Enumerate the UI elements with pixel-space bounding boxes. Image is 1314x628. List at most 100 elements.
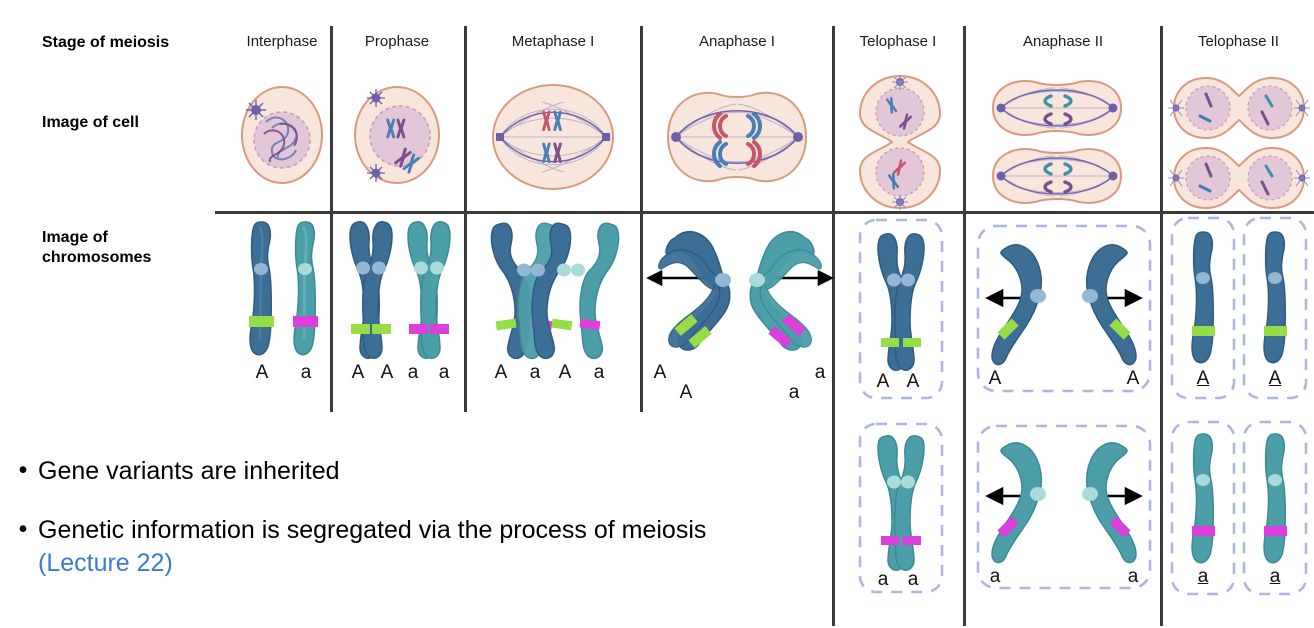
chromosome-image-anaphase-2-upper: A A — [972, 216, 1156, 401]
allele-label-telophase-2-3: a — [1269, 566, 1281, 587]
chromosome-teal-right — [579, 222, 620, 360]
allele-label-anaphase-2-1: A — [1126, 368, 1140, 389]
chromosome-blue-pair — [349, 221, 393, 359]
allele-band-green — [1192, 326, 1215, 336]
allele-label-metaphase-1-2: A — [558, 362, 572, 383]
lecture-reference-link[interactable]: (Lecture 22) — [38, 549, 173, 577]
allele-label-metaphase-1-1: a — [529, 362, 541, 383]
bullet-marker: • — [18, 515, 28, 543]
chromosome-blue-right — [531, 222, 573, 360]
allele-band-green — [903, 338, 921, 347]
chromosome-teal-pair — [877, 435, 925, 571]
stage-header-prophase: Prophase — [364, 33, 430, 50]
centrosome-icon — [1108, 171, 1118, 181]
stage-header-interphase: Interphase — [246, 33, 318, 50]
bullet-text-2-main: Genetic information is segregated via th… — [38, 516, 707, 544]
chromosome-blue-pair — [877, 233, 925, 371]
allele-band-magenta — [1109, 516, 1131, 538]
column-divider-1 — [330, 26, 333, 412]
allele-label-anaphase-1-2: a — [814, 362, 826, 383]
centromere-icon — [298, 263, 312, 275]
arrow-right-icon — [775, 269, 834, 287]
allele-label-metaphase-1-3: a — [593, 362, 605, 383]
daughter-cell-boundary — [1170, 420, 1236, 596]
allele-label-metaphase-1-0: A — [494, 362, 508, 383]
centromere-icon — [901, 273, 915, 287]
column-divider-5 — [963, 26, 966, 626]
chromosome-image-telophase-2-lower: a a — [1168, 420, 1314, 602]
stage-header-anaphase-1: Anaphase I — [699, 33, 775, 50]
centrosome-icon — [996, 171, 1006, 181]
allele-label-telophase-1-2: a — [877, 569, 889, 590]
stage-header-anaphase-2: Anaphase II — [1022, 33, 1104, 50]
list-item: • Genetic information is segregated via … — [8, 514, 708, 580]
cell-image-interphase — [234, 72, 330, 210]
allele-label-prophase-2: a — [407, 362, 419, 383]
allele-band-green — [1264, 326, 1287, 336]
allele-band-magenta — [409, 324, 428, 334]
allele-label-telophase-2-1: A — [1268, 368, 1282, 389]
allele-label-anaphase-1-1: A — [679, 382, 693, 403]
allele-band-magenta — [579, 318, 601, 331]
daughter-cell-boundary — [858, 422, 944, 594]
centromere-icon — [1030, 289, 1046, 303]
column-divider-3 — [640, 26, 643, 412]
allele-band-green — [351, 324, 370, 334]
centrosome-icon — [1168, 169, 1310, 187]
daughter-cell-boundary — [1242, 420, 1308, 596]
chromosome-image-metaphase-1: A a A a — [480, 216, 630, 383]
arrow-left-icon — [646, 269, 705, 287]
chromosome-teal-single — [1263, 433, 1287, 564]
row-label-stage: Stage of meiosis — [42, 34, 170, 51]
bullet-list: • Gene variants are inherited • Genetic … — [8, 455, 708, 606]
centromere-icon — [887, 273, 901, 287]
daughter-cell-boundary — [1242, 216, 1308, 400]
chromosome-teal-pair — [407, 221, 451, 359]
allele-band-green — [551, 318, 573, 331]
chromosome-teal-single — [1191, 433, 1215, 564]
chromatid-blue-right — [1082, 244, 1137, 366]
allele-band-magenta — [430, 324, 449, 334]
allele-band-green — [372, 324, 391, 334]
allele-label-prophase-3: a — [438, 362, 450, 383]
bullet-text-2: Genetic information is segregated via th… — [38, 514, 708, 580]
daughter-cell-boundary — [976, 224, 1152, 393]
chromosome-teal-anaphase — [749, 230, 822, 351]
chromosome-blue-single — [249, 221, 274, 356]
bullet-marker: • — [18, 456, 28, 484]
allele-band-green — [997, 318, 1019, 340]
centrosome-icon — [996, 103, 1006, 113]
centromere-icon — [571, 263, 585, 277]
chromosome-image-interphase: A a — [236, 216, 330, 383]
centromere-icon — [1196, 272, 1210, 284]
centrosome-icon — [496, 133, 504, 141]
daughter-cell-boundary — [1170, 216, 1236, 400]
centromere-icon — [430, 261, 444, 275]
allele-label-telophase-2-0: A — [1196, 368, 1210, 389]
allele-band-magenta — [903, 536, 921, 545]
allele-band-green — [881, 338, 899, 347]
centromere-icon — [887, 475, 901, 489]
chromosome-blue-anaphase — [658, 230, 731, 351]
cell-image-anaphase-1 — [654, 72, 820, 210]
daughter-cell-boundary — [858, 218, 944, 400]
allele-band-magenta — [881, 536, 899, 545]
chromatid-blue-left — [991, 244, 1046, 366]
allele-label-anaphase-1-0: A — [653, 362, 667, 383]
chromatid-teal-right — [1082, 442, 1137, 564]
allele-band-green — [674, 314, 698, 336]
cell-image-telophase-2 — [1168, 72, 1310, 210]
allele-band-magenta — [1264, 526, 1287, 536]
row-label-chromosome-line1: Image of — [42, 229, 108, 246]
allele-band-green — [495, 318, 517, 331]
allele-label-anaphase-2-0: A — [988, 368, 1002, 389]
centromere-icon — [517, 263, 531, 277]
daughter-cell-boundary — [976, 424, 1152, 590]
allele-label-anaphase-2-2: a — [989, 566, 1001, 587]
allele-band-magenta — [768, 326, 792, 348]
centromere-icon — [715, 273, 731, 287]
allele-band-green — [688, 326, 712, 348]
row-label-chromosome-line2: chromosomes — [42, 249, 152, 266]
centrosome-icon — [1168, 99, 1310, 117]
allele-label-interphase-0: A — [255, 362, 269, 383]
